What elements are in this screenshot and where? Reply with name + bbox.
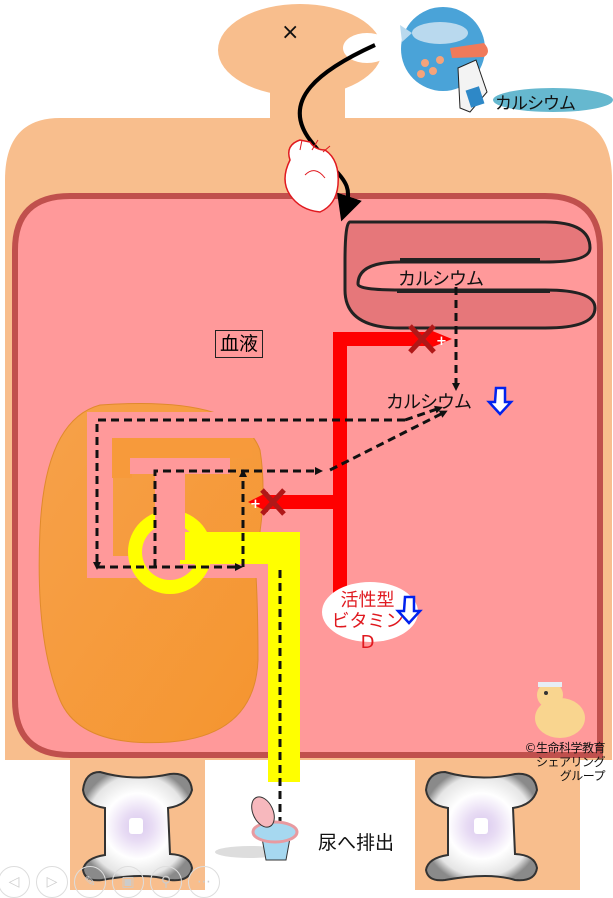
prev-slide-button[interactable]: ◁ bbox=[0, 866, 30, 898]
head bbox=[218, 4, 391, 130]
mouth-mark: × bbox=[281, 20, 300, 45]
calcium-down-arrow-icon bbox=[486, 386, 514, 416]
intestine-calcium-label: カルシウム bbox=[398, 269, 484, 290]
svg-text:+: + bbox=[436, 334, 447, 349]
food-label-background bbox=[493, 88, 613, 112]
ingestion-arrow bbox=[297, 43, 376, 222]
copyright-credit: ©生命科学教育 シェアリング グループ bbox=[505, 741, 605, 783]
slides-view-button[interactable]: ▣ bbox=[112, 866, 144, 898]
credit-line-1: ©生命科学教育 bbox=[524, 741, 605, 755]
active-vitamin-d-label: 活性型 ビタミンD bbox=[325, 590, 410, 653]
toilet-icon bbox=[215, 796, 299, 861]
filtration-arrow bbox=[93, 418, 405, 570]
active-vitamin-d-line2: ビタミンD bbox=[331, 611, 404, 653]
vitamin-d-pathway bbox=[265, 332, 433, 594]
excretion-label: 尿へ排出 bbox=[318, 832, 395, 854]
urine-duct bbox=[128, 470, 300, 782]
fish-icon bbox=[412, 22, 468, 44]
blood-label: 血液 bbox=[215, 330, 264, 358]
svg-text:+: + bbox=[250, 497, 261, 512]
salmon-icon bbox=[450, 43, 488, 58]
calcium-flow bbox=[93, 287, 460, 835]
food-calcium-label: カルシウム bbox=[495, 94, 576, 114]
blood-calcium-label: カルシウム bbox=[386, 392, 472, 413]
shrimp-icon bbox=[417, 56, 444, 78]
more-options-button[interactable]: ⋯ bbox=[188, 866, 220, 898]
zoom-button[interactable]: ⚲ bbox=[150, 866, 182, 898]
vitamin-d-bubble bbox=[322, 582, 418, 642]
milk-carton-icon bbox=[457, 59, 488, 113]
next-slide-button[interactable]: ▷ bbox=[36, 866, 68, 898]
vitamin-d-down-arrow-icon bbox=[395, 595, 423, 625]
pen-tool-button[interactable]: ✎ bbox=[74, 866, 106, 898]
small-intestine bbox=[343, 220, 597, 330]
blocked-marker-intestine: + bbox=[408, 324, 452, 354]
return-arrow bbox=[329, 410, 448, 472]
credit-line-3: グループ bbox=[559, 769, 606, 783]
bone-icon-right bbox=[424, 770, 539, 882]
food-group bbox=[400, 7, 613, 113]
active-vitamin-d-line1: 活性型 bbox=[340, 590, 395, 611]
chick-icon bbox=[535, 682, 585, 738]
blocked-marker-kidney: + bbox=[248, 488, 286, 516]
excretion-area bbox=[205, 780, 415, 890]
reabsorption-arrow-2 bbox=[153, 467, 323, 567]
heart-icon bbox=[284, 139, 339, 213]
credit-line-2: シェアリング bbox=[535, 755, 606, 769]
